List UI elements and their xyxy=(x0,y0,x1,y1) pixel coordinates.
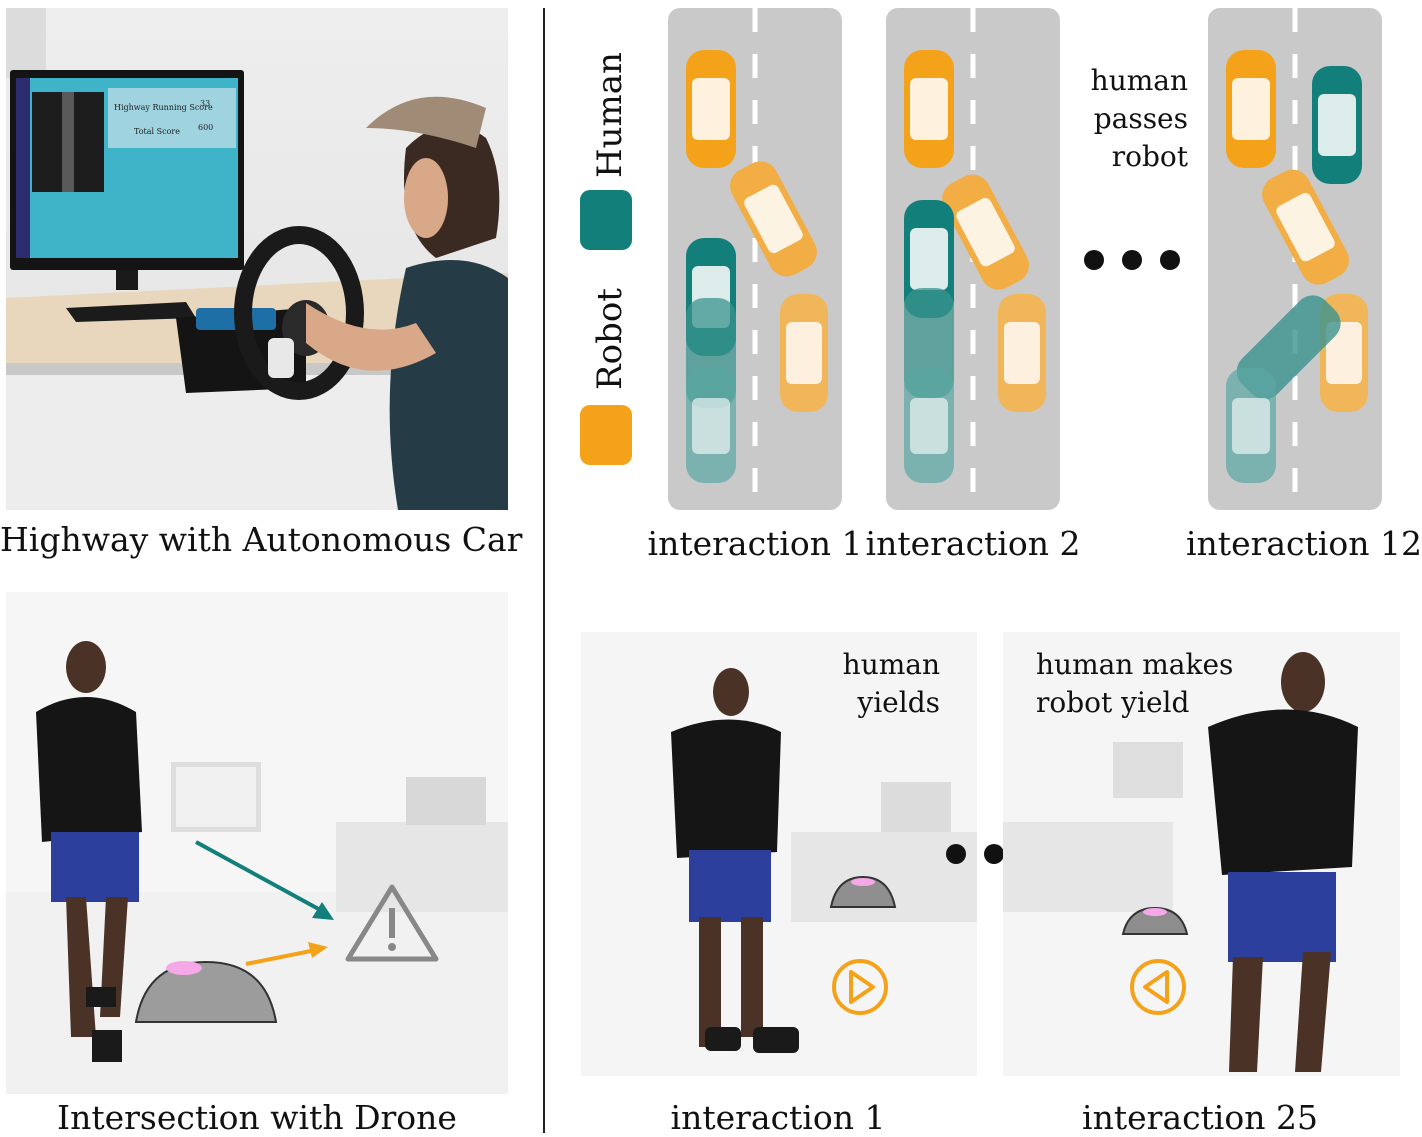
highway-photo-caption: Highway with Autonomous Car xyxy=(0,520,523,559)
drone-interaction-1-photo xyxy=(581,632,977,1076)
legend-human-label: Human xyxy=(590,52,630,178)
note-line: robot xyxy=(1111,140,1188,173)
robot-car xyxy=(1226,50,1276,168)
drone-photo-caption: Intersection with Drone xyxy=(57,1098,457,1137)
highway-photo: Highway Running Score 33 Total Score 600 xyxy=(6,8,508,510)
robot-car xyxy=(730,161,817,277)
drone-photo xyxy=(6,592,508,1094)
note-line: yields xyxy=(857,686,940,719)
interaction-12-note: human passes robot xyxy=(1060,62,1188,176)
legend-human-swatch xyxy=(580,190,632,250)
human-car-trail xyxy=(686,298,736,483)
vertical-divider xyxy=(543,8,545,1133)
robot-car xyxy=(904,50,954,168)
highway-interaction-12-caption: interaction 12 xyxy=(1186,524,1422,563)
road-interaction-12 xyxy=(1208,8,1382,510)
robot-car xyxy=(780,294,828,412)
drone-interaction-25-note: human makes robot yield xyxy=(1036,646,1236,722)
robot-car xyxy=(998,294,1046,412)
human-car xyxy=(1312,66,1362,184)
legend-robot-label: Robot xyxy=(590,288,630,390)
drone-interaction-25-caption: interaction 25 xyxy=(1082,1098,1318,1137)
screen-total-label: Total Score xyxy=(134,127,180,136)
human-car-trail xyxy=(904,288,954,483)
note-line: robot yield xyxy=(1036,686,1190,719)
human-car-trail xyxy=(1226,368,1276,483)
robot-car xyxy=(942,174,1029,290)
legend-robot-swatch xyxy=(580,405,632,465)
robot-car xyxy=(1262,169,1349,285)
play-right-icon xyxy=(832,959,888,1015)
note-line: passes xyxy=(1093,102,1188,135)
note-line: human xyxy=(842,648,940,681)
note-line: human xyxy=(1090,64,1188,97)
legend: Human Robot xyxy=(575,40,645,470)
road-interaction-2 xyxy=(886,8,1060,510)
ellipsis-top xyxy=(1084,250,1180,270)
play-left-icon xyxy=(1130,959,1186,1015)
warning-icon xyxy=(345,884,439,962)
drone-interaction-1-note: human yields xyxy=(820,646,940,722)
highway-interaction-2-caption: interaction 2 xyxy=(865,524,1081,563)
drone-interaction-25-photo xyxy=(1003,632,1400,1076)
highway-interaction-1-caption: interaction 1 xyxy=(647,524,863,563)
screen-total-value: 600 xyxy=(198,123,213,132)
note-line: human makes xyxy=(1036,648,1234,681)
road-interaction-1 xyxy=(668,8,842,510)
screen-score-value: 33 xyxy=(200,99,210,108)
human-car xyxy=(904,200,954,318)
robot-car xyxy=(686,50,736,168)
drone-interaction-1-caption: interaction 1 xyxy=(670,1098,886,1137)
screen-score-label: Highway Running Score xyxy=(114,103,213,112)
